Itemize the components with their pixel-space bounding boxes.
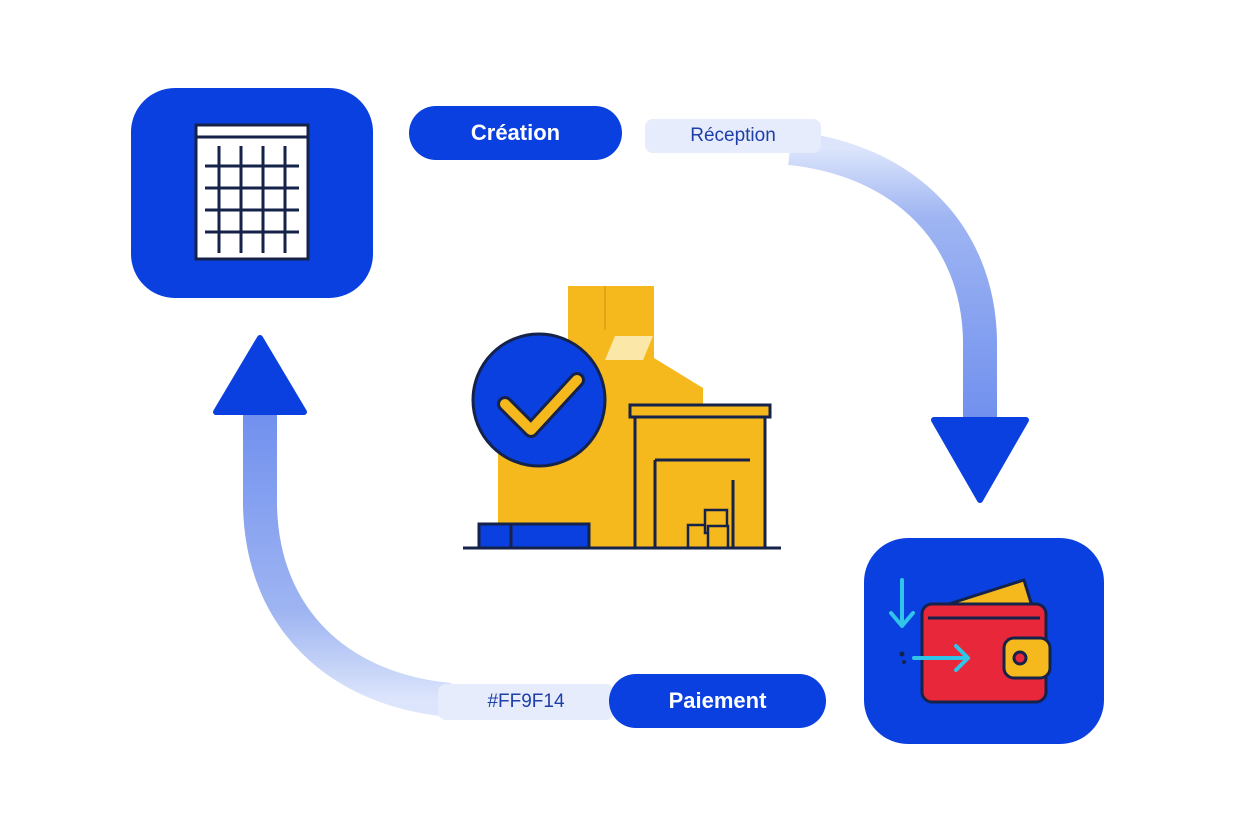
creation-label: Création	[409, 106, 622, 160]
wallet-incoming-payment-icon	[889, 578, 1052, 704]
hex-code-label: #FF9F14	[438, 684, 614, 720]
arrow-left-path	[243, 408, 452, 717]
reception-label: Réception	[645, 119, 821, 153]
paiement-label: Paiement	[609, 674, 826, 728]
creation-box	[131, 88, 373, 298]
arrow-up-head	[213, 335, 307, 415]
arrow-right-path	[788, 131, 997, 425]
spreadsheet-grid-icon	[194, 123, 310, 261]
warehouse-with-checkmark-icon	[463, 286, 781, 550]
arrow-down-head	[931, 417, 1029, 503]
payment-box	[864, 538, 1104, 744]
